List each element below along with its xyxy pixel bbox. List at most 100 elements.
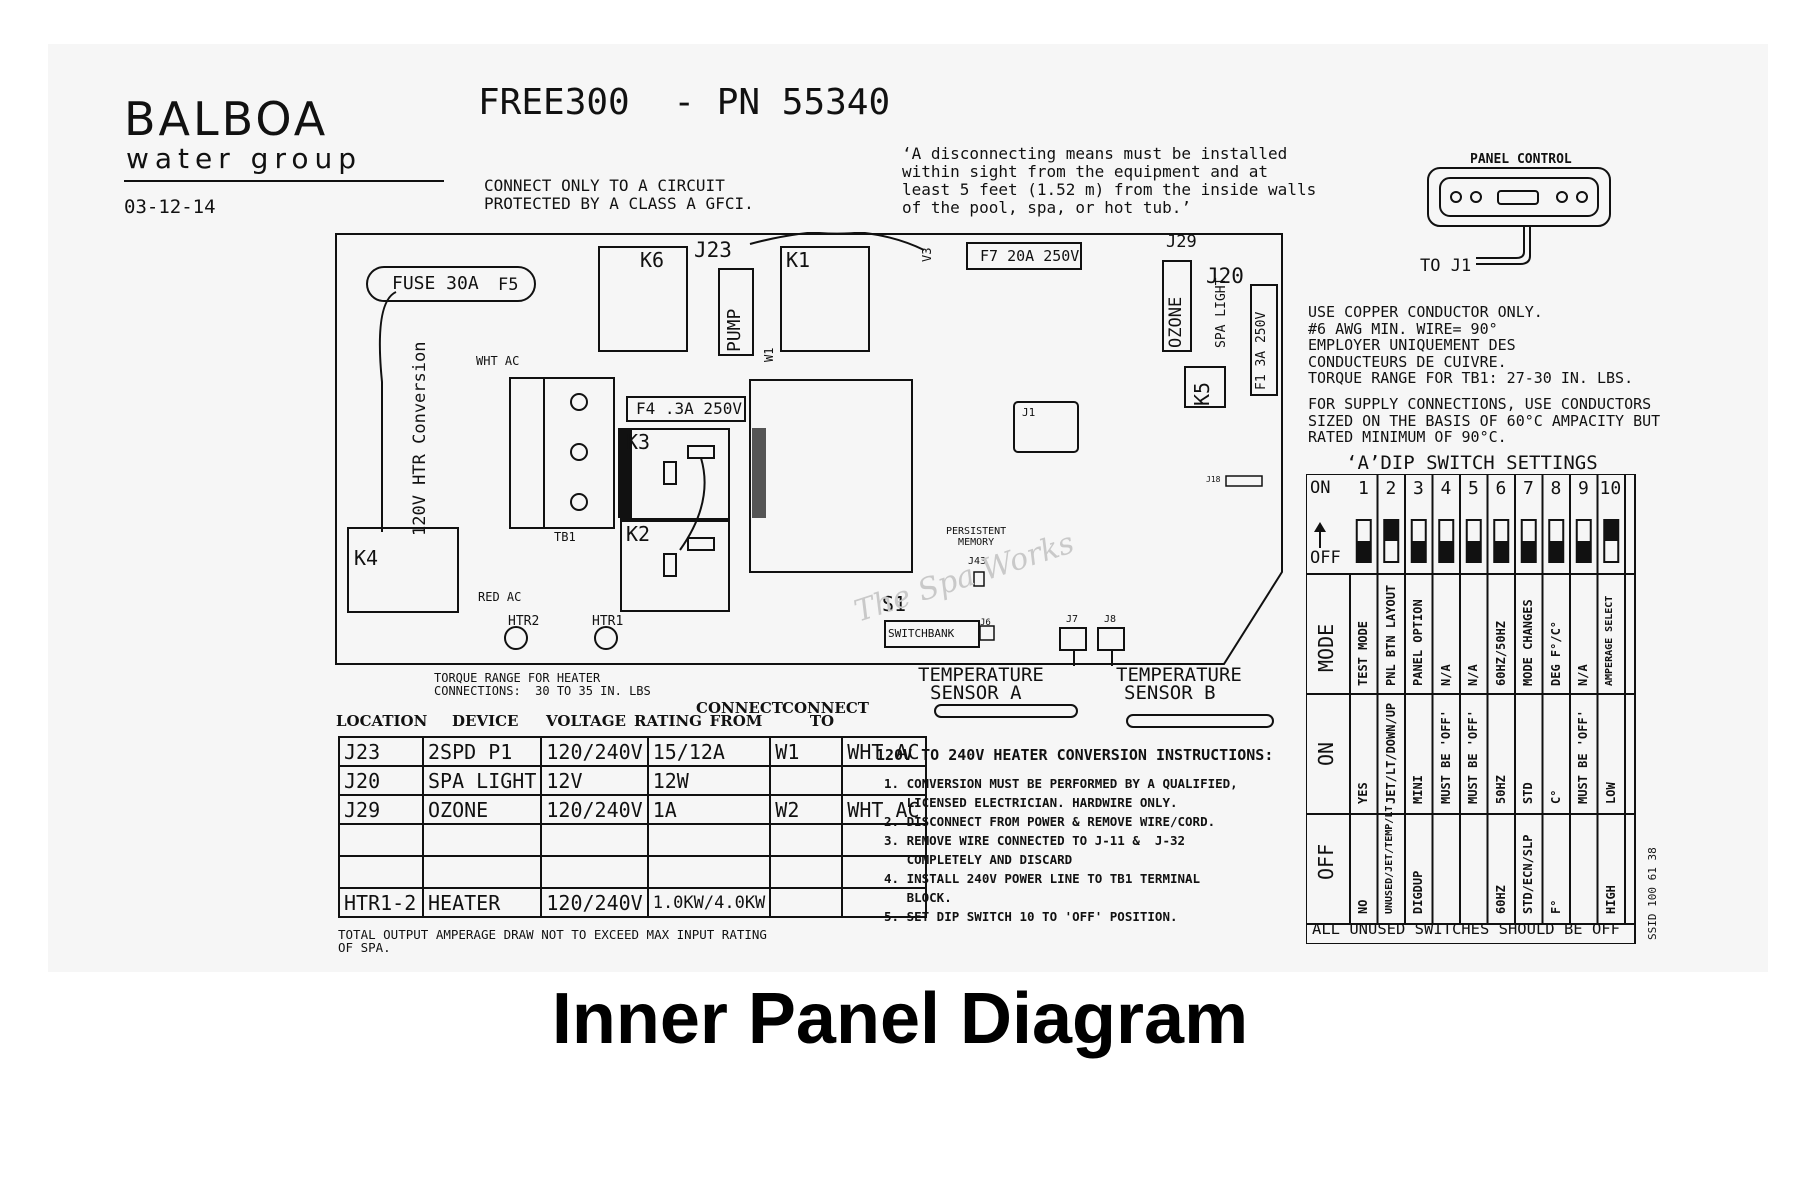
torque-heater-note: TORQUE RANGE FOR HEATER CONNECTIONS: 30 …: [434, 672, 651, 698]
fuse-f4: [626, 396, 746, 422]
table-row: [338, 855, 928, 889]
cell-location: [338, 855, 424, 889]
header-connect-to: CONNECT TO: [782, 699, 869, 730]
dip-on-9: MUST BE 'OFF': [1576, 710, 1590, 804]
dip-on-8: C°: [1548, 789, 1563, 804]
cell-from: [769, 765, 844, 796]
copper-line-4: CONDUCTEURS DE CUIVRE.: [1308, 352, 1507, 371]
conversion-step: BLOCK.: [884, 890, 952, 905]
dip-switch-8: [1549, 541, 1564, 562]
cell-rating: 12W: [646, 765, 772, 796]
cell-device: [421, 855, 543, 889]
spa-light-label: SPA LIGHT: [1214, 277, 1229, 348]
cell-voltage: 120/240V: [540, 887, 649, 918]
dip-switch-7: [1521, 541, 1536, 562]
dip-mode-9: N/A: [1576, 664, 1590, 686]
htr-conversion-label: 120V HTR Conversion: [410, 341, 430, 536]
dip-mode-2: PNL BTN LAYOUT: [1383, 584, 1398, 686]
cell-from: [769, 855, 844, 889]
dip-switch-grid: [1306, 474, 1636, 944]
cell-location: J20: [338, 765, 424, 796]
dip-number-7: 7: [1523, 478, 1534, 499]
j43-label: J43: [968, 556, 987, 567]
dip-number-4: 4: [1440, 478, 1452, 499]
dip-grid-outline: [1306, 474, 1636, 944]
temp-sensor-b-label: TEMPERATURE SENSOR B: [1116, 664, 1242, 704]
cell-voltage: [540, 855, 649, 889]
dip-off-8: F°: [1548, 899, 1563, 914]
dip-on-3: MINI: [1411, 775, 1425, 804]
dip-off-6: 60HZ: [1493, 885, 1508, 914]
header-voltage: VOLTAGE: [546, 712, 626, 730]
cell-to: [841, 823, 928, 857]
cell-device: [421, 823, 543, 857]
cell-voltage: 120/240V: [540, 736, 649, 767]
dip-row-off: OFF: [1314, 843, 1338, 880]
j6-label: J6: [980, 618, 991, 628]
temp-b-line-2: SENSOR B: [1124, 682, 1216, 704]
dip-on-2: JET/LT/DOWN/UP: [1383, 702, 1398, 804]
brand-underline: [124, 180, 444, 182]
dip-mode-3: PANEL OPTION: [1411, 599, 1425, 686]
temp-a-line-2: SENSOR A: [930, 682, 1022, 704]
j8-label: J8: [1104, 614, 1117, 625]
cell-to: [841, 765, 928, 796]
pump-connector: [718, 268, 754, 356]
dip-switch-3: [1411, 541, 1426, 562]
gfci-note: CONNECT ONLY TO A CIRCUIT PROTECTED BY A…: [484, 177, 754, 213]
dip-off-7: STD/ECN/SLP: [1521, 834, 1535, 914]
disconnect-note: ‘A disconnecting means must be installed…: [902, 145, 1316, 217]
dip-off-3: DIGDUP: [1411, 870, 1425, 914]
conversion-title: 120V TO 240V HEATER CONVERSION INSTRUCTI…: [876, 746, 1274, 764]
dip-number-5: 5: [1468, 478, 1479, 499]
temp-sensor-a-label: TEMPERATURE SENSOR A: [918, 666, 1044, 704]
cell-rating: [646, 823, 772, 857]
dip-switch-10: [1604, 520, 1619, 541]
switchbank-label: SWITCHBANK: [888, 627, 955, 640]
copper-note: USE COPPER CONDUCTOR ONLY. #6 AWG MIN. W…: [1308, 304, 1633, 387]
model-title: FREE300 - PN 55340: [478, 82, 890, 123]
relay-k2: [620, 520, 730, 612]
conversion-step: 3. REMOVE WIRE CONNECTED TO J-11 & J-32: [884, 833, 1186, 848]
cell-location: J29: [338, 794, 424, 825]
temp-b-line-1: TEMPERATURE: [1116, 664, 1242, 686]
cell-voltage: [540, 823, 649, 857]
table-row: HTR1-2 HEATER 120/240V 1.0KW/4.0KW: [338, 887, 928, 918]
j7-label: J7: [1066, 614, 1079, 625]
model-name: FREE300: [478, 82, 630, 123]
connector-j20-label: J20: [1206, 264, 1244, 288]
dip-switch-5: [1466, 541, 1481, 562]
dip-off-label: OFF: [1310, 548, 1341, 568]
supply-line-1: FOR SUPPLY CONNECTIONS, USE CONDUCTORS: [1308, 395, 1652, 413]
header-location: LOCATION: [336, 712, 428, 730]
dip-on-label: ON: [1310, 478, 1331, 498]
dip-switch-9: [1576, 541, 1591, 562]
table-row: J29 OZONE 120/240V 1A W2 WHT AC: [338, 794, 928, 825]
brand-name: BALBOA: [124, 92, 329, 146]
dip-mode-10: AMPERAGE SELECT: [1603, 595, 1615, 686]
fuse-30a: [366, 266, 536, 302]
pump-label: PUMP: [724, 308, 745, 352]
s1-label: S1: [882, 592, 907, 616]
dip-footer: ALL UNUSED SWITCHES SHOULD BE OFF: [1312, 920, 1620, 938]
relay-k5: [1184, 366, 1226, 408]
dip-mode-7: MODE CHANGES: [1521, 599, 1535, 686]
switchbank: [884, 620, 980, 648]
cell-location: J23: [338, 736, 424, 767]
gfci-line-1: CONNECT ONLY TO A CIRCUIT: [484, 176, 725, 195]
location-table: J23 2SPD P1 120/240V 15/12A W1 WHT AC J2…: [338, 736, 928, 918]
disconnect-line-3: least 5 feet (1.52 m) from the inside wa…: [902, 180, 1317, 199]
dip-number-9: 9: [1578, 478, 1589, 499]
table-row: J20 SPA LIGHT 12V 12W: [338, 765, 928, 796]
copper-line-1: USE COPPER CONDUCTOR ONLY.: [1308, 303, 1543, 321]
conversion-step: COMPLETELY AND DISCARD: [884, 852, 1073, 867]
dip-on-1: YES: [1356, 782, 1370, 804]
relay-k1-label: K1: [786, 248, 811, 272]
dip-row-on: ON: [1314, 741, 1338, 766]
fuse-f7-label: F7 20A 250V: [980, 247, 1080, 265]
part-number: - PN 55340: [673, 82, 891, 123]
dip-number-8: 8: [1550, 478, 1562, 499]
relay-k3: [620, 428, 730, 520]
cell-location: HTR1-2: [338, 887, 424, 918]
supply-note: FOR SUPPLY CONNECTIONS, USE CONDUCTORS S…: [1308, 396, 1660, 446]
